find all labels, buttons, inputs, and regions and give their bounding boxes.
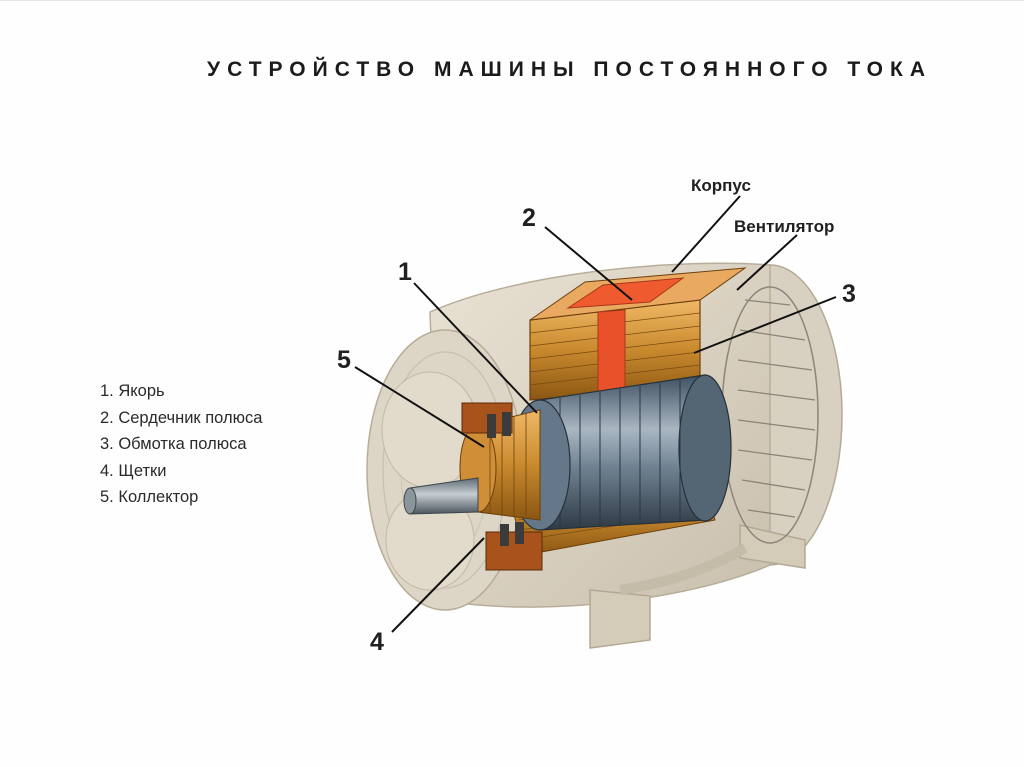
armature (509, 374, 732, 531)
callout-1: 1 (398, 258, 412, 286)
mounting-feet (589, 524, 806, 649)
callout-5: 5 (337, 346, 351, 374)
legend-item: 1. Якорь (100, 382, 165, 400)
callout-fan: Вентилятор (734, 217, 834, 236)
legend-item: 3. Обмотка полюса (100, 435, 247, 453)
shaft (403, 477, 479, 515)
callout-4: 4 (370, 628, 384, 656)
callout-2: 2 (522, 204, 536, 232)
leader-lines (354, 195, 837, 633)
parts-legend: 1. Якорь 2. Сердечник полюса 3. Обмотка … (100, 378, 262, 511)
callout-housing: Корпус (691, 176, 751, 195)
top-pole (529, 267, 747, 401)
top-divider (0, 0, 1024, 1)
slide-title: УСТРОЙСТВО МАШИНЫ ПОСТОЯННОГО ТОКА (207, 58, 932, 81)
legend-item: 4. Щетки (100, 461, 167, 480)
legend-item: 5. Коллектор (100, 488, 199, 506)
legend-item: 2. Сердечник полюса (100, 408, 263, 427)
brushes (461, 402, 543, 571)
callout-3: 3 (842, 280, 856, 308)
